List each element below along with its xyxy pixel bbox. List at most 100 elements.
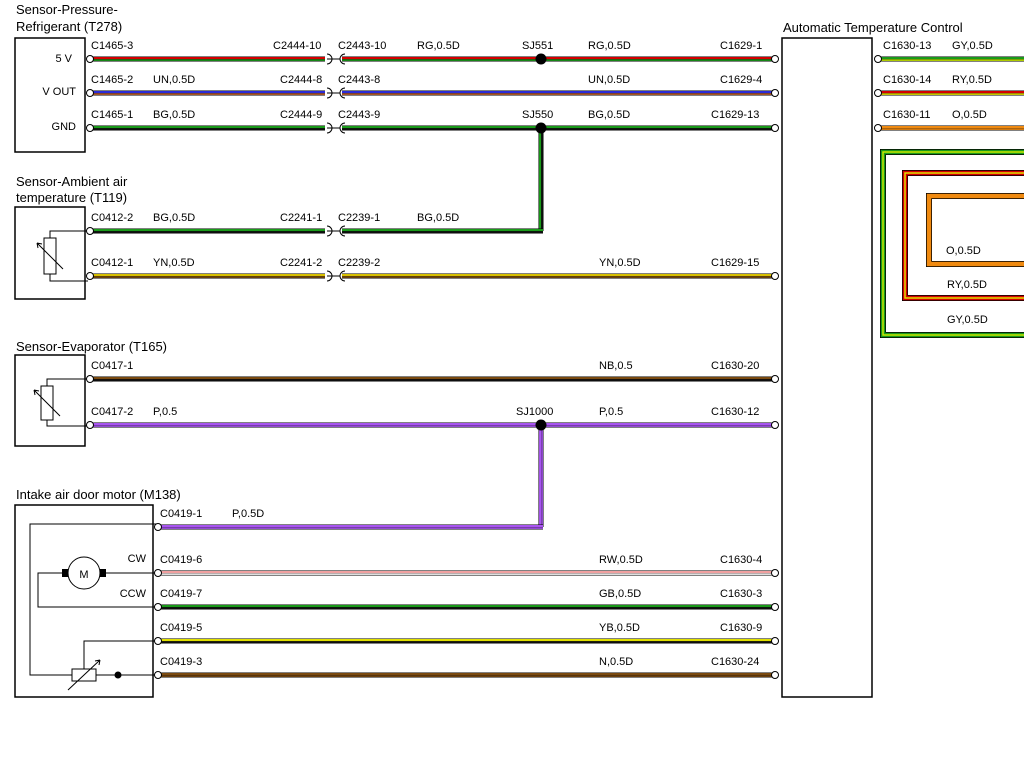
splice-w7 xyxy=(535,419,547,431)
pin-w5-start xyxy=(86,272,94,280)
wire-spec-label: GY,0.5D xyxy=(952,40,993,52)
wire-to-label: C1629-1 xyxy=(720,40,762,52)
wire-connector-label: C2443-10 xyxy=(338,40,386,52)
t119-title-line1: Sensor-Ambient air xyxy=(16,174,128,189)
loop-spec-label: O,0.5D xyxy=(946,245,981,257)
wire-spec-label: BG,0.5D xyxy=(417,212,459,224)
splice-label: SJ551 xyxy=(522,40,553,52)
wire-from-label: C1465-3 xyxy=(91,40,133,52)
splice-w1 xyxy=(535,53,547,65)
wire-spec-label: YB,0.5D xyxy=(599,622,640,634)
m138-box xyxy=(14,504,154,698)
wire-w3-w4-tee xyxy=(538,128,544,231)
wire-connector-label: C2239-1 xyxy=(338,212,380,224)
wire-spec-label: BG,0.5D xyxy=(153,212,195,224)
wire-spec-label: NB,0.5 xyxy=(599,360,633,372)
wire-from-label: C0412-2 xyxy=(91,212,133,224)
pin-w11-end xyxy=(771,637,779,645)
pin-w6-start xyxy=(86,375,94,383)
wire-from-label: C0417-2 xyxy=(91,406,133,418)
wire-from-label: C0419-5 xyxy=(160,622,202,634)
wire-spec-label: RG,0.5D xyxy=(588,40,631,52)
pin-w2-start xyxy=(86,89,94,97)
atc-pin-label: C1630-13 xyxy=(883,40,931,52)
splice-label: SJ550 xyxy=(522,109,553,121)
wire-connector-label: C2444-9 xyxy=(280,109,322,121)
wire-connector-label: C2443-8 xyxy=(338,74,380,86)
wire-spec-label: YN,0.5D xyxy=(599,257,641,269)
wire-w7-w8-tee xyxy=(538,425,544,527)
pin-r2 xyxy=(874,89,882,97)
labels-layer: C1465-3 C2444-10 C2443-10 RG,0.5D SJ551 RG,0.… xyxy=(91,40,993,668)
inline-connector-w3 xyxy=(326,122,346,134)
wire-to-label: C1629-13 xyxy=(711,109,759,121)
wire-from-label: C1465-2 xyxy=(91,74,133,86)
pin-w10-end xyxy=(771,603,779,611)
pin-w7-start xyxy=(86,421,94,429)
pin-w2-end xyxy=(771,89,779,97)
wire-w1 xyxy=(90,56,775,62)
wire-connector-label: C2444-10 xyxy=(273,40,321,52)
t278-pin-5v: 5 V xyxy=(55,53,72,65)
wire-connector-label: C2443-9 xyxy=(338,109,380,121)
wire-to-label: C1630-4 xyxy=(720,554,762,566)
loop-r1 xyxy=(880,149,1024,338)
wire-spec-label: O,0.5D xyxy=(952,109,987,121)
motor-label: M xyxy=(79,569,88,581)
wire-to-label: C1629-4 xyxy=(720,74,762,86)
wire-w11 xyxy=(158,638,775,644)
wires-layer xyxy=(86,53,1024,679)
wire-w10 xyxy=(158,604,775,610)
m138-pin-ccw: CCW xyxy=(120,588,147,600)
wire-spec-label: UN,0.5D xyxy=(153,74,195,86)
loop-spec-label: RY,0.5D xyxy=(947,279,987,291)
t165-thermistor-icon xyxy=(33,378,88,427)
pin-w1-start xyxy=(86,55,94,63)
pin-w10-start xyxy=(154,603,162,611)
wire-spec-label: RY,0.5D xyxy=(952,74,992,86)
wire-w4 xyxy=(90,228,543,234)
inline-connector-w5 xyxy=(326,270,346,282)
wire-to-label: C1630-9 xyxy=(720,622,762,634)
loop-r3 xyxy=(926,193,1024,267)
wire-spec-label: GB,0.5D xyxy=(599,588,641,600)
wire-w3 xyxy=(90,125,775,131)
wire-spec-label: P,0.5D xyxy=(232,508,264,520)
pin-w11-start xyxy=(154,637,162,645)
atc-title: Automatic Temperature Control xyxy=(783,20,963,35)
wire-spec-label: RG,0.5D xyxy=(417,40,460,52)
wire-w9 xyxy=(158,570,775,576)
t278-pin-vout: V OUT xyxy=(42,86,76,98)
loop-r2 xyxy=(902,170,1024,301)
t278-pin-gnd: GND xyxy=(52,121,77,133)
wire-r3 xyxy=(878,125,1024,131)
t119-box xyxy=(14,206,86,300)
wire-w7 xyxy=(90,422,775,428)
wire-spec-label: P,0.5 xyxy=(599,406,623,418)
pin-w3-start xyxy=(86,124,94,132)
wire-connector-label: C2239-2 xyxy=(338,257,380,269)
m138-internal-circuit: M xyxy=(29,523,156,691)
wire-from-label: C0419-7 xyxy=(160,588,202,600)
wire-spec-label: BG,0.5D xyxy=(153,109,195,121)
t165-title: Sensor-Evaporator (T165) xyxy=(16,339,167,354)
pin-w4-start xyxy=(86,227,94,235)
m138-title: Intake air door motor (M138) xyxy=(16,487,181,502)
m138-pin-cw: CW xyxy=(128,553,147,565)
wire-to-label: C1630-3 xyxy=(720,588,762,600)
atc-pin-label: C1630-14 xyxy=(883,74,931,86)
wire-from-label: C0419-6 xyxy=(160,554,202,566)
t119-thermistor-icon xyxy=(36,230,88,282)
atc-pin-label: C1630-11 xyxy=(883,109,931,121)
splice-label: SJ1000 xyxy=(516,406,553,418)
wire-w5 xyxy=(90,273,775,279)
wire-connector-label: C2241-1 xyxy=(280,212,322,224)
wire-to-label: C1630-12 xyxy=(711,406,759,418)
wire-r1 xyxy=(878,56,1024,62)
inline-connector-w4 xyxy=(326,225,346,237)
pin-w5-end xyxy=(771,272,779,280)
pin-w1-end xyxy=(771,55,779,63)
pin-r1 xyxy=(874,55,882,63)
pin-w12-end xyxy=(771,671,779,679)
wire-spec-label: N,0.5D xyxy=(599,656,633,668)
